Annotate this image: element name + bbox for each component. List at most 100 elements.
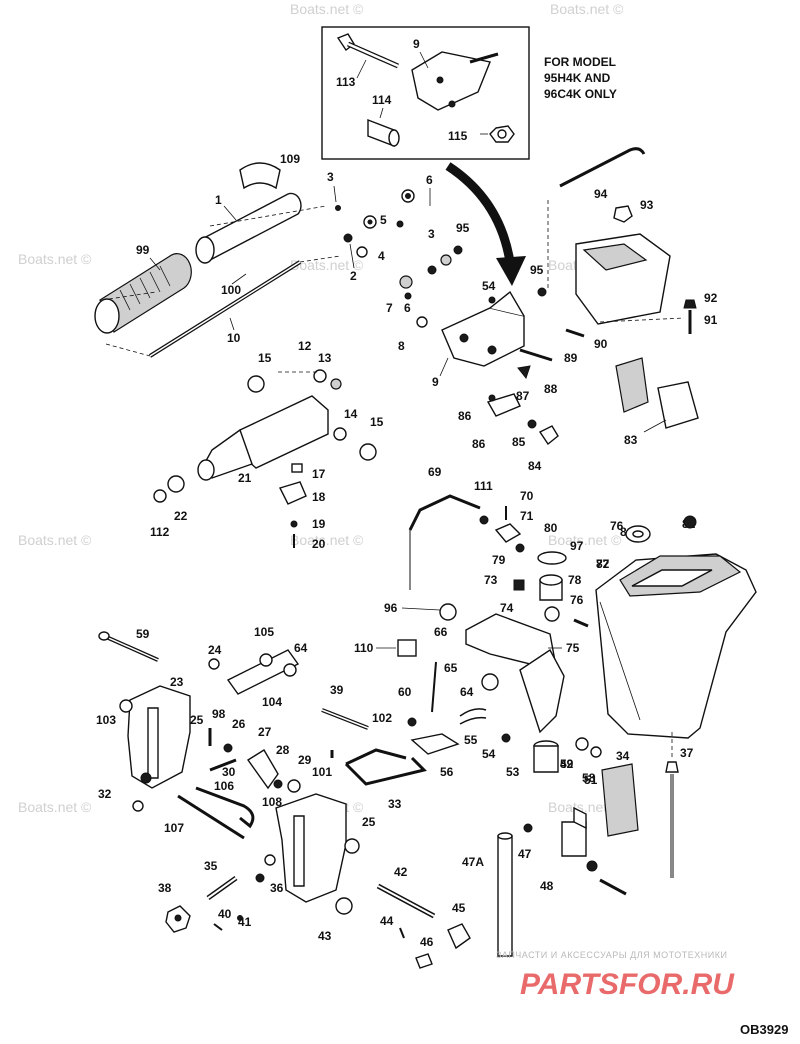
callout-label: 55 [464, 733, 478, 747]
callout-label: 60 [398, 685, 412, 699]
callout-label: 39 [330, 683, 344, 697]
callout-label: 89 [564, 351, 578, 365]
callout-label: 115 [448, 129, 468, 143]
callout-label: 18 [312, 490, 326, 504]
callout-label: 5 [380, 213, 387, 227]
callout-label: 112 [150, 525, 170, 539]
callout-label: 30 [222, 765, 236, 779]
callout-label: 86 [472, 437, 486, 451]
callout-label: 25 [190, 713, 204, 727]
shift-shaft-group: 15 12 13 14 15 21 17 18 19 20 22 112 [150, 339, 384, 551]
callout-label: 1 [215, 193, 222, 207]
callout-label: 66 [434, 625, 448, 639]
callout-label: 79 [492, 553, 506, 567]
callout-label: 69 [428, 465, 442, 479]
site-logo: ЗАПЧАСТИ И АКСЕССУАРЫ ДЛЯ МОТОТЕХНИКИ PA… [496, 950, 735, 1001]
watermark: Boats.net © [18, 532, 92, 548]
callout-label: 108 [262, 795, 282, 809]
callout-label: 93 [640, 198, 654, 212]
callout-label: 22 [174, 509, 188, 523]
callout-label: 64 [460, 685, 474, 699]
callout-label: 77 [596, 557, 610, 571]
callout-label: 95 [530, 263, 544, 277]
callout-label: 76 [570, 593, 584, 607]
callout-label: 99 [136, 243, 150, 257]
callout-label: 24 [208, 643, 222, 657]
callout-label: 94 [594, 187, 608, 201]
watermark: Boats.net © [548, 532, 622, 548]
callout-label: 12 [298, 339, 312, 353]
callout-label: 107 [164, 821, 184, 835]
callout-label: 87 [516, 389, 530, 403]
callout-label: 10 [227, 331, 241, 345]
lower-housing-group: 82 76 37 34 58 49 [560, 515, 757, 878]
callout-label: 91 [704, 313, 718, 327]
callout-label: 53 [506, 765, 520, 779]
callout-label: 101 [312, 765, 332, 779]
callout-label: 3 [428, 227, 435, 241]
inset-box: 113 9 114 115 FOR MODEL 95H4K AND 96C4K … [321, 26, 617, 160]
callout-label: 2 [350, 269, 357, 283]
callout-label: 43 [318, 929, 332, 943]
callout-label: 9 [432, 375, 439, 389]
callout-label: 25 [362, 815, 376, 829]
callout-label: 100 [221, 283, 241, 297]
arrow-icon [445, 162, 526, 286]
callout-label: 110 [354, 641, 374, 655]
callout-label: 49 [560, 757, 574, 771]
callout-label: 56 [440, 765, 454, 779]
callout-label: 46 [420, 935, 434, 949]
callout-label: 6 [404, 301, 411, 315]
watermark: Boats.net © [290, 1, 364, 17]
callout-label: 8 [398, 339, 405, 353]
diagram-code: OB3929 [740, 1022, 788, 1037]
callout-label: 33 [388, 797, 402, 811]
svg-text:95H4K AND: 95H4K AND [544, 71, 611, 85]
callout-label: 48 [540, 879, 554, 893]
callout-label: 96 [384, 601, 398, 615]
callout-label: 32 [98, 787, 112, 801]
callout-label: 83 [624, 433, 638, 447]
callout-label: 29 [298, 753, 312, 767]
callout-label: 97 [570, 539, 584, 553]
callout-label: 114 [372, 93, 392, 107]
callout-label: 84 [528, 459, 542, 473]
callout-label: 38 [158, 881, 172, 895]
callout-label: 78 [568, 573, 582, 587]
callout-label: 4 [378, 249, 385, 263]
callout-label: 113 [336, 75, 356, 89]
callout-label: 75 [566, 641, 580, 655]
callout-label: 41 [238, 915, 252, 929]
watermark: Boats.net © [548, 799, 622, 815]
callout-label: 28 [276, 743, 290, 757]
callout-label: 103 [96, 713, 116, 727]
callout-label: 51 [584, 773, 598, 787]
callout-label: 17 [312, 467, 326, 481]
callout-label: 59 [136, 627, 150, 641]
callout-label: 104 [262, 695, 282, 709]
callout-label: 109 [280, 152, 300, 166]
callout-label: 45 [452, 901, 466, 915]
callout-label: 19 [312, 517, 326, 531]
watermark: Boats.net © [18, 251, 92, 267]
callout-label: 44 [380, 914, 394, 928]
site-tagline: ЗАПЧАСТИ И АКСЕССУАРЫ ДЛЯ МОТОТЕХНИКИ [496, 950, 727, 960]
callout-label: 14 [344, 407, 358, 421]
tiller-handle-group: 109 1 99 100 10 3 6 5 2 4 [94, 152, 433, 358]
callout-label: 40 [218, 907, 232, 921]
callout-label: 15 [370, 415, 384, 429]
callout-label: 92 [704, 291, 718, 305]
callout-label: 64 [294, 641, 308, 655]
center-hardware-group: 39 102 55 56 54 53 52 51 33 [321, 683, 598, 811]
callout-label: 71 [520, 509, 534, 523]
callout-label: 21 [238, 471, 252, 485]
callout-label: 88 [544, 382, 558, 396]
callout-label: 6 [426, 173, 433, 187]
callout-label: 74 [500, 601, 514, 615]
callout-label: 73 [484, 573, 498, 587]
callout-label: 85 [512, 435, 526, 449]
callout-label: 58 [582, 771, 596, 785]
callout-label: 102 [372, 711, 392, 725]
inset-note: FOR MODEL 95H4K AND 96C4K ONLY [544, 55, 617, 101]
callout-label: 36 [270, 881, 284, 895]
